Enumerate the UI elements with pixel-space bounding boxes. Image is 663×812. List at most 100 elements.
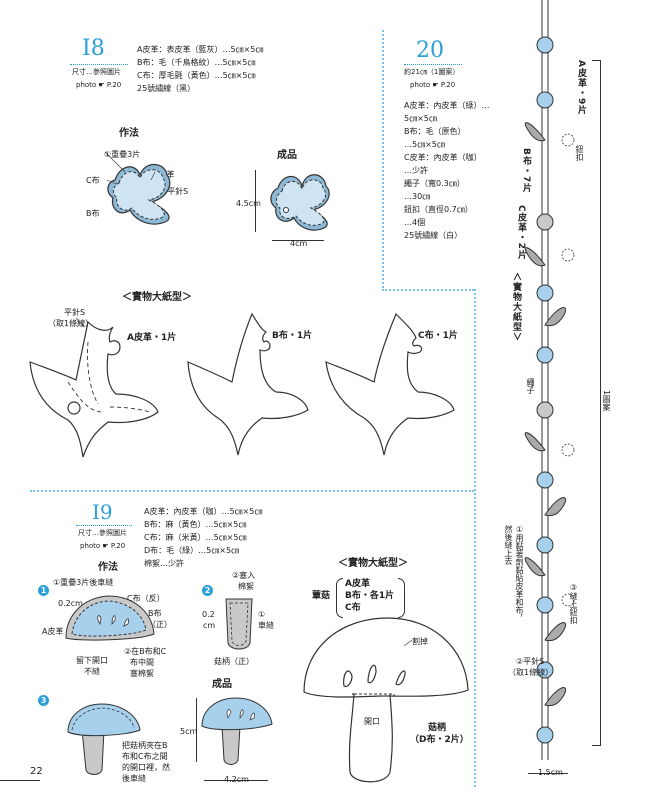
item20-number: 20	[416, 38, 444, 63]
material-line: …4個	[404, 218, 426, 227]
pattern19-cap-label: 蕈菇	[312, 591, 331, 601]
item19-step2-1-line1: ②在B布和C	[124, 647, 167, 656]
material-line: C布：麻（米黃）…5㎝×5㎝	[144, 533, 247, 542]
pointer-line	[106, 179, 118, 185]
item19-step2-illustration	[225, 598, 253, 650]
strip20-repeat: 1圖案	[602, 390, 611, 412]
material-line: …30㎝	[404, 192, 431, 201]
pattern19-opening: 開口	[364, 717, 380, 726]
strip-leaves	[524, 122, 566, 707]
strip20-step1: ①用黏著劑黏貼皮革和布，然後縫上去	[504, 525, 524, 622]
strip20-repeat-bracket	[592, 60, 601, 746]
material-line: …少許	[404, 166, 428, 175]
material-line: B布：毛（千鳥格紋）…5㎝×5㎝	[137, 58, 256, 67]
item19-step3-line2: 布和C布之間	[122, 752, 168, 761]
item18-label-step2: ②平針S	[160, 187, 189, 196]
item18-width-dim-line	[272, 240, 324, 241]
strip20-width-dim-line	[528, 773, 568, 774]
item19-step1-illustration	[65, 595, 155, 641]
divider-vertical-right	[474, 289, 476, 787]
material-line: A皮革：內皮革（咖）…5㎝×5㎝	[144, 507, 263, 516]
material-line: 5㎝×5㎝	[404, 114, 437, 123]
item19-size-label: 尺寸…參照圖片	[78, 529, 127, 537]
item19-step-marker-3: 3	[38, 688, 49, 707]
item19-finished-illustration	[201, 697, 273, 765]
material-line: 25號繡線（白）	[404, 231, 463, 240]
item19-step2-1-line2: 布中間	[130, 658, 154, 667]
pattern19-cap-material-2: B布・各1片	[345, 591, 395, 601]
item19-step3-line4: 後車縫	[122, 774, 146, 783]
item19-step2-2-line1: ②塞入	[232, 571, 256, 580]
item19-b-front-1: B布	[148, 609, 162, 618]
strip20-step2-2: （取1條線）	[508, 668, 554, 677]
item18-finished-title: 成品	[277, 150, 297, 161]
strip20-label-b: B布・7片	[521, 148, 531, 194]
item19-step3-line1: 把菇柄夾在B	[122, 741, 168, 750]
item19-step1: ①重疊3片後車縫	[53, 578, 114, 587]
item18-label-c: C布	[86, 176, 100, 185]
pointer-line	[75, 317, 85, 328]
divider-horizontal-lower	[30, 490, 474, 492]
material-line: A皮革：表皮革（藍灰）…5㎝×5㎝	[137, 45, 264, 54]
pattern18-label-a: A皮革・1片	[127, 333, 177, 343]
item19-height: 5cm	[180, 727, 198, 736]
strip20-step2-1: ②平針S	[516, 657, 545, 666]
item18-method-illustration	[104, 151, 171, 225]
pattern18-stitch-note-1: 平針S	[64, 308, 86, 317]
item18-number: I8	[82, 36, 105, 61]
item19-gap: 0.2cm	[58, 599, 83, 608]
material-line: …5㎝×5㎝	[404, 140, 445, 149]
item19-sew-line1: ①	[258, 610, 266, 619]
item19-opening-2: 不縫	[84, 667, 100, 676]
item18-label-step1: ①重疊3片	[104, 150, 141, 159]
item19-b-front-2: （正）	[148, 620, 172, 629]
item19-number: I9	[92, 500, 113, 524]
pointer-line	[104, 151, 126, 173]
strip20-rope: 繩子	[526, 378, 535, 394]
pointer-line	[150, 171, 156, 181]
item18-height: 4.5cm	[236, 199, 261, 208]
strip20-width: 1.5cm	[538, 768, 563, 777]
item19-height-dim-line	[196, 698, 197, 762]
pattern19-stem-material: （D布・2片）	[410, 735, 469, 745]
material-line: 繩子（寬0.3㎝）	[404, 179, 465, 188]
strip20-pattern-title: ＜實物大紙型＞	[511, 272, 521, 343]
pointer-line	[403, 639, 413, 647]
item19-step2-2-line2: 棉絮	[238, 582, 254, 591]
item18-label-b: B布	[86, 209, 100, 218]
item19-gap2-line2: cm	[203, 621, 216, 630]
item19-dotline	[76, 525, 132, 526]
material-line: D布：毛（綠）…5㎝×5㎝	[144, 546, 240, 555]
item19-gap2-line1: 0.2	[202, 610, 215, 619]
material-line: 25號繡線（黑）	[137, 84, 196, 93]
item19-opening-1: 留下開口	[76, 656, 108, 665]
pattern19-stem-label: 菇柄	[428, 723, 447, 733]
pattern18-shape-c	[325, 312, 455, 456]
item19-step3-line3: 的開口裡，然	[122, 763, 170, 772]
page-number-rule	[0, 780, 40, 781]
pattern19-shape	[303, 617, 469, 783]
strip-circles	[536, 36, 554, 744]
material-line: 鈕扣（直徑0.7㎝）	[404, 205, 473, 214]
pattern18-shape-a	[29, 317, 159, 458]
item19-photo-ref: photo ☛ P.20	[80, 542, 126, 550]
strip20-step3: ③縫上鈕扣	[569, 583, 578, 624]
pattern18-label-b: B布・1片	[272, 331, 313, 341]
item19-step3-illustration	[67, 703, 141, 775]
item18-method-title: 作法	[119, 128, 139, 139]
item20-dotline	[404, 64, 462, 65]
pattern19-bracket-left	[336, 578, 343, 618]
pattern18-stitch-note-2: （取1條線）	[48, 319, 94, 328]
item19-method-title: 作法	[98, 562, 118, 573]
strip20-label-c: C皮革・2片	[516, 205, 526, 260]
item19-width-dim-line	[204, 780, 268, 781]
material-line: C皮革：內皮革（咖）	[404, 153, 482, 162]
item19-sew-line2: 車縫	[258, 621, 274, 630]
material-line: 棉絮…少許	[144, 559, 184, 568]
item19-step2-1-line3: 塞棉絮	[130, 669, 154, 678]
pattern18-label-c: C布・1片	[418, 331, 458, 341]
item20-photo-ref: photo ☛ P.20	[410, 81, 456, 89]
strip-buttons	[561, 133, 575, 607]
item18-finished-illustration	[270, 174, 330, 231]
page-number: 22	[30, 766, 43, 777]
